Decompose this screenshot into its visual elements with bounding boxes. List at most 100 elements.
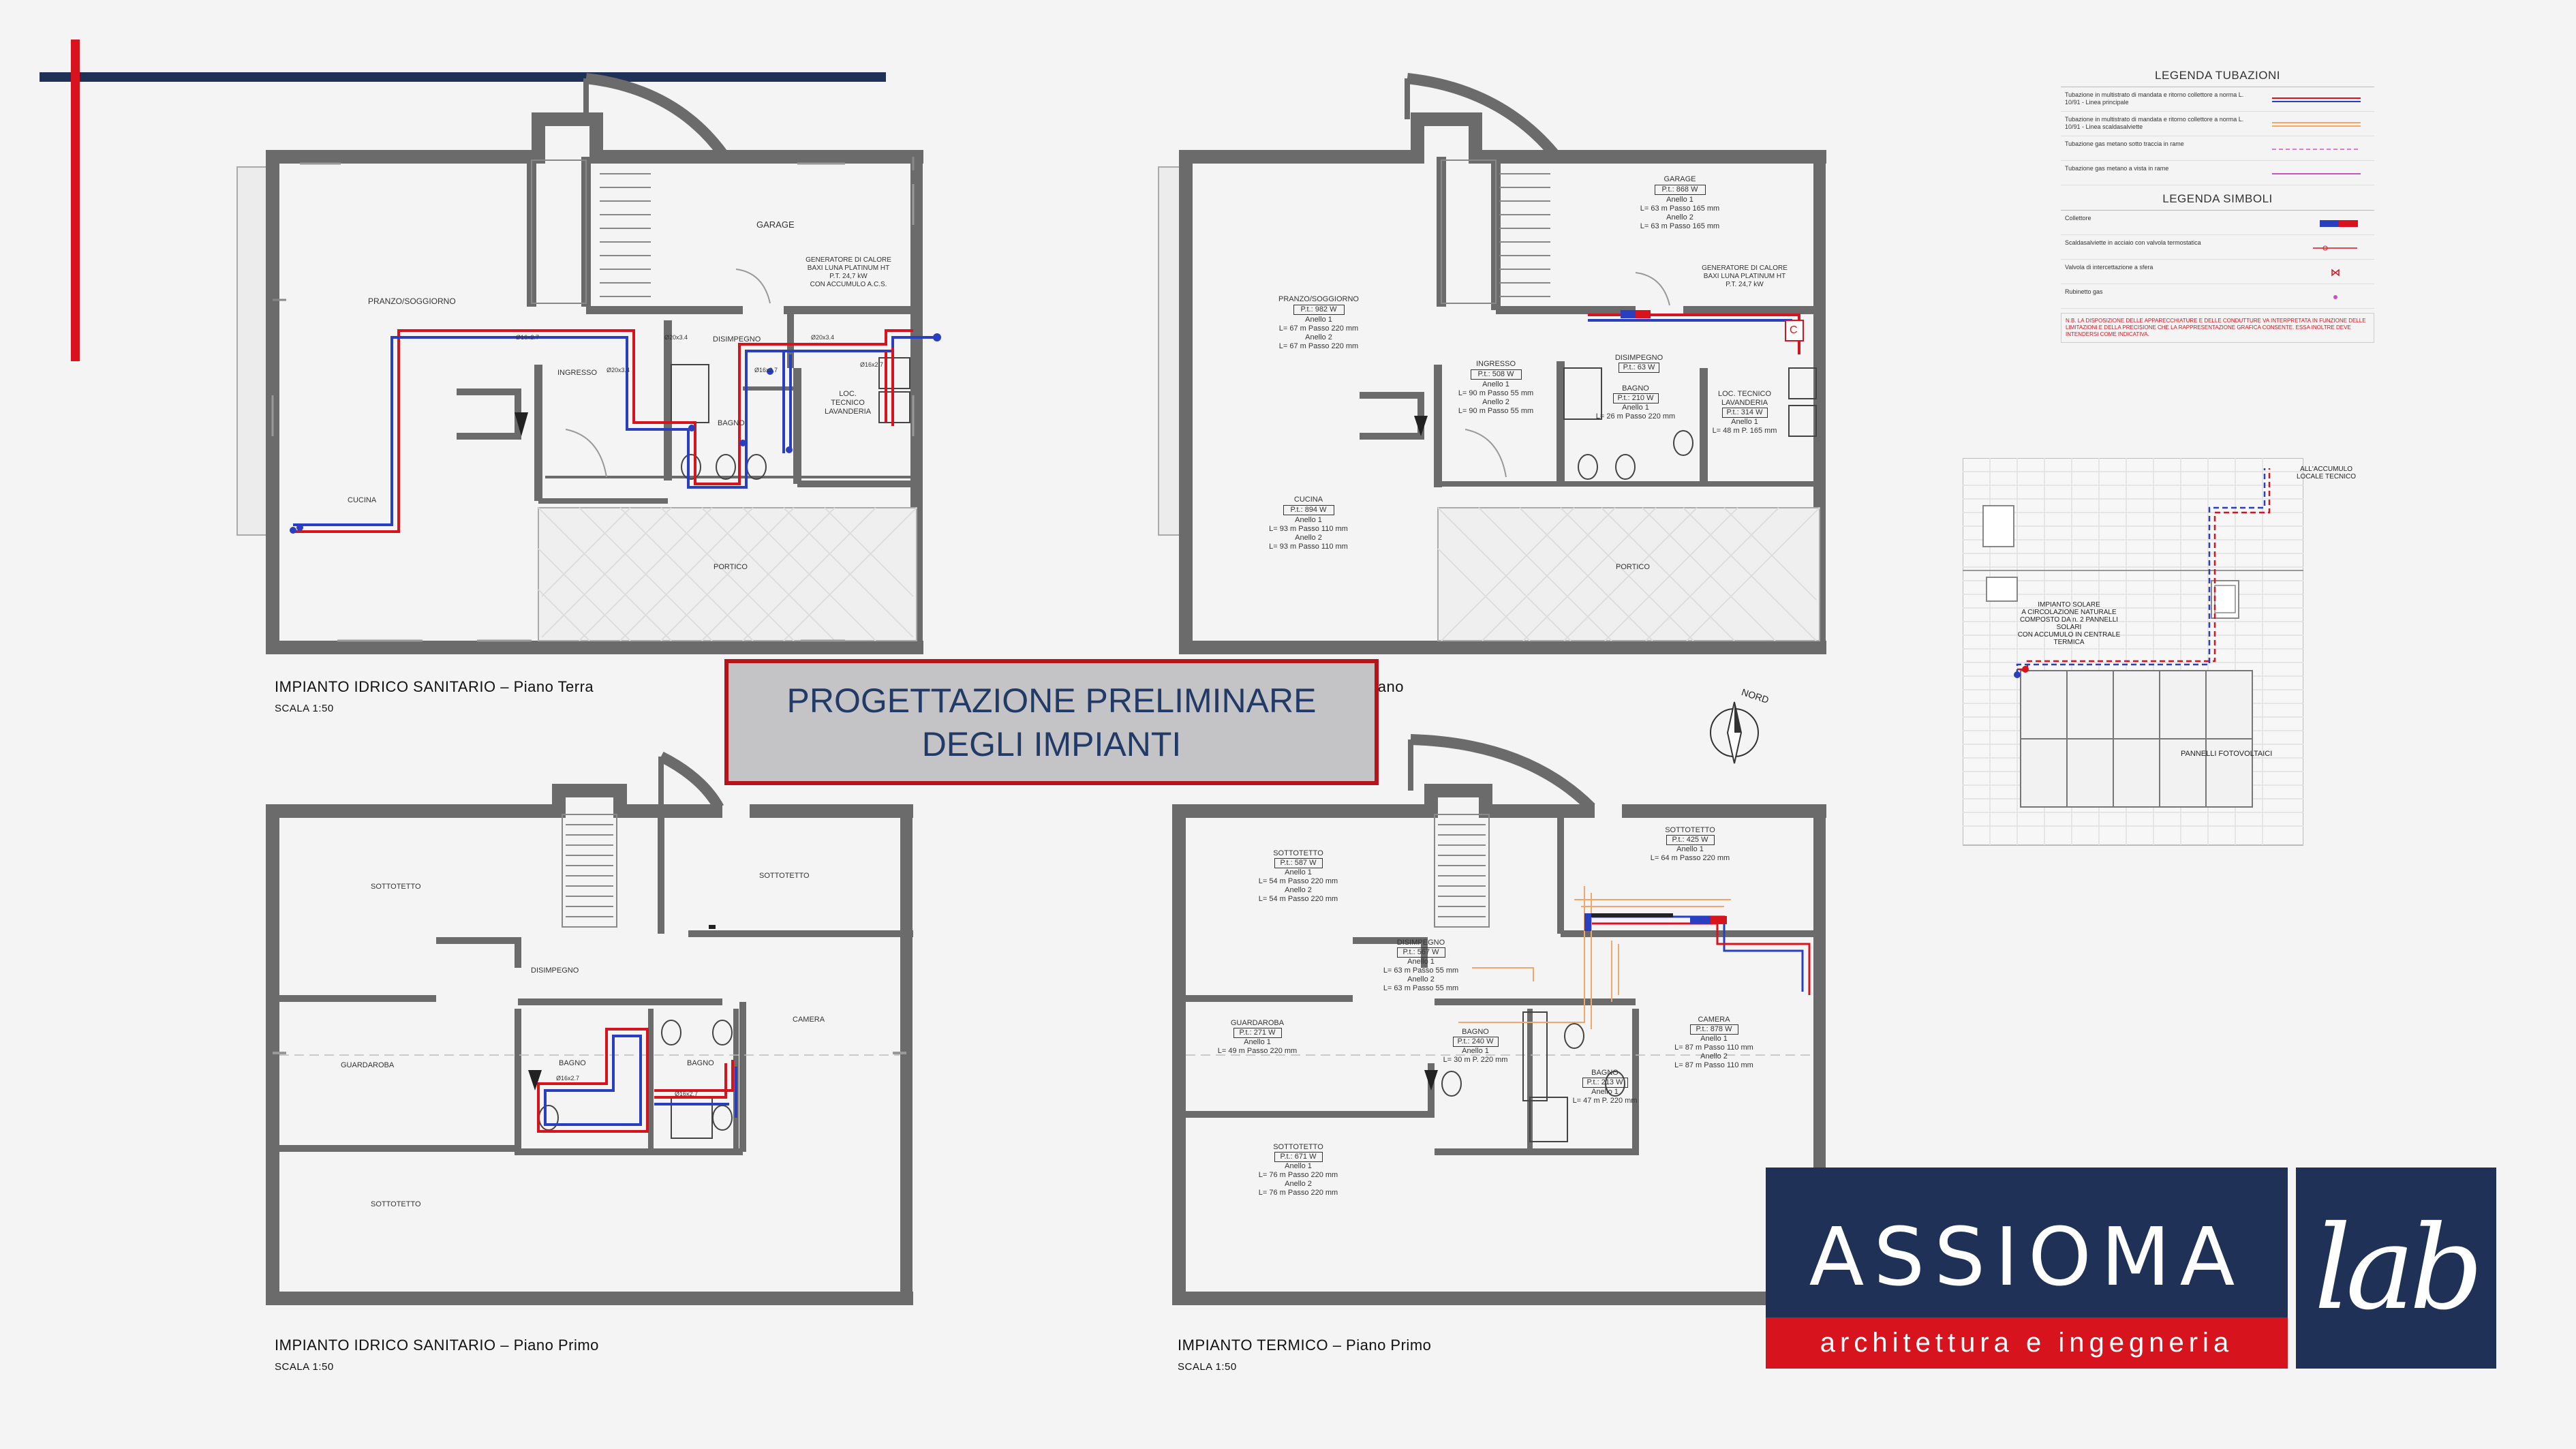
generator-text: GENERATORE DI CALORE BAXI LUNA PLATINUM …: [787, 256, 910, 289]
room-disimpegno: DISIMPEGNO P.t.: 63 W: [1605, 354, 1673, 373]
loc-line: LAVANDERIA: [825, 408, 872, 416]
ring-line: L= 93 m Passo 110 mm: [1269, 525, 1348, 533]
room-bagno: BAGNO: [559, 1059, 586, 1067]
ring-line: L= 67 m Passo 220 mm: [1278, 324, 1359, 333]
legend-pipe-row: Tubazione in multistrato di mandata e ri…: [2061, 112, 2374, 136]
roof-line: COMPOSTO DA n. 2 PANNELLI SOLARI: [2019, 616, 2119, 631]
pipe-orange-icon: [2272, 122, 2361, 127]
caption-scale: SCALA 1:50: [275, 1361, 334, 1373]
power-box: P.t.: 240 W: [1452, 1037, 1499, 1047]
logo-lab-text: lab: [2314, 1200, 2484, 1336]
legend-symbols-title: LEGENDA SIMBOLI: [2061, 188, 2374, 211]
legend: LEGENDA TUBAZIONI Tubazione in multistra…: [2061, 65, 2374, 343]
legend-symbol-row: Collettore: [2061, 211, 2374, 235]
pipe-label: Ø16x2.7: [516, 334, 540, 341]
ring-line: L= 49 m Passo 220 mm: [1217, 1047, 1298, 1055]
power-box: P.t.: 567 W: [1396, 947, 1445, 958]
ring-line: Anello 2: [1700, 1052, 1728, 1061]
ring-line: L= 76 m Passo 220 mm: [1258, 1189, 1338, 1197]
room-sottotetto: SOTTOTETTO: [371, 883, 421, 891]
room-disimpegno: DISIMPEGNO: [713, 335, 761, 344]
pipe-label: Ø16x2.7: [754, 367, 778, 373]
ring-line: L= 48 m P. 165 mm: [1712, 427, 1777, 435]
power-box: P.t.: 587 W: [1274, 858, 1323, 868]
ring-line: Anello 2: [1482, 398, 1509, 406]
room-bagno: BAGNO: [687, 1059, 714, 1067]
generator-line: GENERATORE DI CALORE: [1702, 264, 1788, 272]
room-cucina: CUCINA: [348, 496, 377, 504]
pipe-red-blue-icon: [2272, 97, 2361, 102]
ring-line: L= 63 m Passo 55 mm: [1383, 984, 1459, 992]
caption-scale: SCALA 1:50: [1178, 1361, 1237, 1373]
legend-symbol-text: Scaldasalviette in acciaio con valvola t…: [2065, 239, 2201, 246]
generator-line: GENERATORE DI CALORE: [806, 256, 891, 264]
ring-line: Anello 1: [1482, 380, 1509, 388]
power-box: P.t.: 982 W: [1293, 305, 1345, 315]
ring-line: L= 47 m P. 220 mm: [1572, 1097, 1638, 1105]
ring-line: L= 63 m Passo 165 mm: [1640, 222, 1720, 230]
legend-pipe-row: Tubazione gas metano a vista in rame: [2061, 161, 2374, 185]
ring-line: L= 87 m Passo 110 mm: [1674, 1043, 1753, 1052]
ring-line: L= 63 m Passo 165 mm: [1640, 204, 1720, 213]
room-sottotetto: SOTTOTETTO P.t.: 425 W Anello 1 L= 64 m …: [1622, 826, 1758, 863]
corner-bar-horizontal: [40, 72, 886, 82]
room-sottotetto: SOTTOTETTO P.t.: 587 W Anello 1 L= 54 m …: [1230, 849, 1366, 904]
ring-line: L= 90 m Passo 55 mm: [1458, 389, 1534, 397]
generator-line: BAXI LUNA PLATINUM HT: [807, 264, 890, 272]
room-label: LOC. TECNICO: [1717, 390, 1772, 398]
ring-line: L= 90 m Passo 55 mm: [1458, 407, 1534, 415]
room-garage: GARAGE: [756, 219, 795, 230]
generator-line: CON ACCUMULO A.C.S.: [810, 281, 887, 288]
legend-pipe-text: Tubazione gas metano sotto traccia in ra…: [2065, 140, 2184, 147]
pipe-gas-traccia-icon: [2272, 149, 2361, 150]
room-label: DISIMPEGNO: [1614, 354, 1663, 362]
pipe-label: Ø16x2.7: [556, 1075, 580, 1082]
room-sottotetto: SOTTOTETTO: [371, 1200, 421, 1208]
legend-pipes-title: LEGENDA TUBAZIONI: [2061, 65, 2374, 87]
ring-line: Anello 2: [1295, 534, 1322, 542]
ring-line: Anello 1: [1591, 1088, 1619, 1096]
power-box: P.t.: 868 W: [1654, 185, 1706, 195]
ring-line: L= 67 m Passo 220 mm: [1278, 342, 1359, 350]
ring-line: L= 54 m Passo 220 mm: [1258, 877, 1338, 885]
room-label: CAMERA: [1698, 1016, 1730, 1024]
room-loc-tecnico: LOC. TECNICO LAVANDERIA P.t.: 314 W Anel…: [1704, 390, 1785, 436]
ring-line: Anello 1: [1700, 1035, 1728, 1043]
ring-line: Anello 2: [1305, 333, 1332, 341]
pipe-label: Ø20x3.4: [664, 334, 688, 341]
roof-accumulo-label: ALL'ACCUMULO LOCALE TECNICO: [2297, 466, 2356, 481]
ring-line: L= 87 m Passo 110 mm: [1674, 1061, 1753, 1069]
legend-pipe-text: Tubazione in multistrato di mandata e ri…: [2065, 91, 2244, 106]
room-label: BAGNO: [1591, 1069, 1619, 1077]
towel-warmer-icon: [2313, 245, 2357, 251]
room-guardaroba: GUARDAROBA P.t.: 271 W Anello 1 L= 49 m …: [1196, 1019, 1319, 1056]
room-camera: CAMERA P.t.: 878 W Anello 1 L= 87 m Pass…: [1646, 1016, 1782, 1070]
room-portico: PORTICO: [714, 563, 748, 571]
room-pranzo: PRANZO/SOGGIORNO: [368, 296, 456, 306]
corner-bar-vertical: [71, 40, 80, 361]
room-cucina: CUCINA P.t.: 894 W Anello 1 L= 93 m Pass…: [1237, 495, 1380, 551]
roof-line: A CIRCOLAZIONE NATURALE: [2021, 609, 2117, 616]
room-bagno: BAGNO P.t.: 210 W Anello 1 L= 26 m Passo…: [1584, 384, 1687, 421]
room-label: LAVANDERIA: [1721, 399, 1768, 407]
room-camera: CAMERA: [793, 1016, 825, 1024]
pipe-label: Ø20x3.4: [607, 367, 630, 373]
room-label: INGRESSO: [1475, 360, 1516, 368]
legend-symbol-text: Rubinetto gas: [2065, 288, 2103, 295]
room-guardaroba: GUARDAROBA: [341, 1061, 395, 1069]
ring-line: L= 30 m P. 220 mm: [1443, 1056, 1508, 1064]
logo-assioma: ASSIOMA architettura e ingegneria: [1766, 1168, 2288, 1369]
room-label: GARAGE: [1663, 175, 1696, 183]
ring-line: L= 93 m Passo 110 mm: [1269, 543, 1348, 551]
collector-icon: [2320, 220, 2358, 227]
room-label: SOTTOTETTO: [1273, 1143, 1323, 1151]
ring-line: L= 64 m Passo 220 mm: [1650, 854, 1730, 862]
power-box: P.t.: 878 W: [1689, 1024, 1738, 1035]
title-box: PROGETTAZIONE PRELIMINARE DEGLI IMPIANTI: [724, 659, 1379, 785]
ring-line: Anello 1: [1462, 1047, 1489, 1055]
roof-solar-label: IMPIANTO SOLARE A CIRCOLAZIONE NATURALE …: [2008, 601, 2130, 646]
legend-symbol-row: Valvola di intercettazione a sfera: [2061, 260, 2374, 284]
room-label: BAGNO: [1462, 1028, 1489, 1036]
room-label: CUCINA: [1293, 495, 1323, 504]
ring-line: Anello 1: [1285, 868, 1312, 876]
